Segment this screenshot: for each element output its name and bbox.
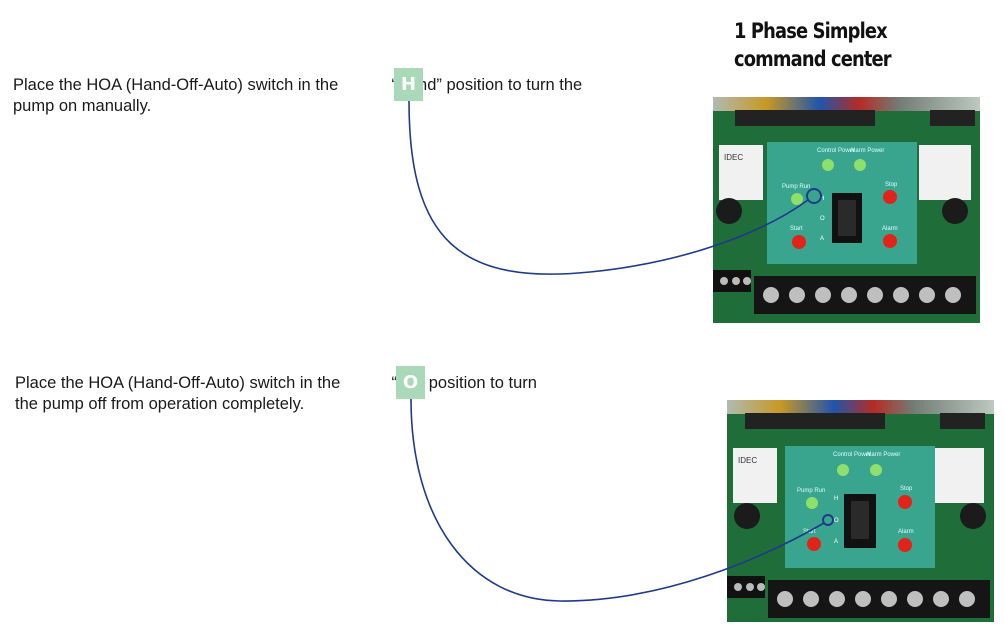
instruction-off: Place the HOA (Hand-Off-Auto) switch in …	[15, 373, 537, 415]
control-power-led	[822, 159, 834, 171]
instruction-off-line1: Place the HOA (Hand-Off-Auto) switch in …	[15, 374, 537, 392]
instruction-hand-line2: pump on manually.	[13, 97, 152, 115]
instruction-hand: Place the HOA (Hand-Off-Auto) switch in …	[13, 75, 582, 117]
hand-position-highlight	[806, 188, 822, 204]
wire-bundle	[727, 400, 994, 414]
alarm-button	[898, 538, 912, 552]
stop-label: Stop	[900, 486, 913, 492]
hoa-h-mark: H	[820, 196, 824, 202]
control-panel-2: IDEC Control Power Alarm Power Pump Run …	[727, 400, 994, 622]
control-panel-1: IDEC Control Power Alarm Power Pump Run …	[713, 97, 980, 323]
leader-line-off	[410, 398, 825, 602]
alarm-power-led	[870, 464, 882, 476]
relay-left	[733, 448, 777, 503]
alarm-button	[883, 234, 897, 248]
fuse-holder-right	[960, 503, 986, 529]
relay-brand-label: IDEC	[724, 153, 743, 162]
top-terminal-strip	[745, 413, 985, 429]
main-terminal-block	[768, 580, 990, 618]
leader-line-hand	[408, 100, 809, 275]
title-line-1: 1 Phase Simplex	[734, 19, 888, 43]
alarm-label: Alarm	[882, 226, 898, 232]
hand-position-badge: H	[394, 68, 423, 101]
fuse-holder-left	[716, 198, 742, 224]
relay-left	[719, 145, 763, 200]
top-terminal-strip	[735, 110, 975, 126]
alarm-label: Alarm	[898, 529, 914, 535]
alarm-power-label: Alarm Power	[866, 452, 900, 458]
start-button	[792, 235, 806, 249]
relay-right	[919, 145, 971, 200]
alarm-power-led	[854, 159, 866, 171]
hoa-o-mark: O	[820, 216, 825, 222]
relay-right	[932, 448, 984, 503]
control-power-led	[837, 464, 849, 476]
stop-button	[883, 190, 897, 204]
stop-label: Stop	[885, 182, 898, 188]
hoa-rocker	[851, 501, 869, 539]
hoa-a-mark: A	[820, 236, 824, 242]
instruction-off-line2: the pump off from operation completely.	[15, 395, 305, 413]
stop-button	[898, 495, 912, 509]
off-position-highlight	[822, 514, 834, 526]
pump-run-label: Pump Run	[782, 184, 810, 190]
off-position-badge: O	[396, 366, 425, 399]
terminal-screws	[763, 287, 961, 303]
main-terminal-block	[754, 276, 976, 314]
control-power-label: Control Power	[833, 452, 871, 458]
wire-bundle	[713, 97, 980, 111]
control-power-label: Control Power	[817, 148, 855, 154]
fuse-holder-right	[942, 198, 968, 224]
pump-run-led	[806, 497, 818, 509]
hoa-a-mark: A	[834, 539, 838, 545]
start-button	[807, 537, 821, 551]
pump-run-led	[791, 193, 803, 205]
terminal-screws	[777, 591, 975, 607]
hoa-rocker	[838, 200, 856, 236]
start-label: Start	[790, 226, 803, 232]
hoa-o-mark: O	[834, 518, 839, 524]
diagram-title: 1 Phase Simplex command center	[734, 17, 892, 73]
title-line-2: command center	[734, 47, 892, 71]
fuse-holder-left	[734, 503, 760, 529]
pump-run-label: Pump Run	[797, 488, 825, 494]
instruction-hand-line1: Place the HOA (Hand-Off-Auto) switch in …	[13, 76, 583, 94]
relay-brand-label: IDEC	[738, 456, 757, 465]
alarm-power-label: Alarm Power	[850, 148, 884, 154]
hoa-h-mark: H	[834, 496, 838, 502]
